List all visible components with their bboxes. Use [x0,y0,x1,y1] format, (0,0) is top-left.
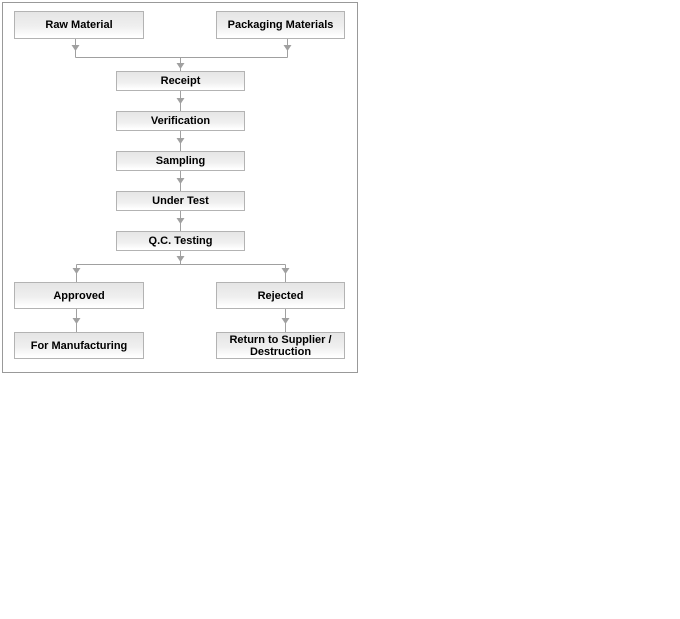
node-qc-testing: Q.C. Testing [116,231,245,251]
flowchart-frame [2,2,358,373]
node-verification: Verification [116,111,245,131]
node-return-line-2: Destruction [249,345,312,358]
node-return-line-1: Return to Supplier / [229,333,332,346]
node-return-to-supplier: Return to Supplier / Destruction [216,332,345,359]
node-packaging-materials: Packaging Materials [216,11,345,39]
node-receipt: Receipt [116,71,245,91]
node-sampling: Sampling [116,151,245,171]
node-rejected: Rejected [216,282,345,309]
node-under-test: Under Test [116,191,245,211]
node-raw-material: Raw Material [14,11,144,39]
node-approved: Approved [14,282,144,309]
node-for-manufacturing: For Manufacturing [14,332,144,359]
